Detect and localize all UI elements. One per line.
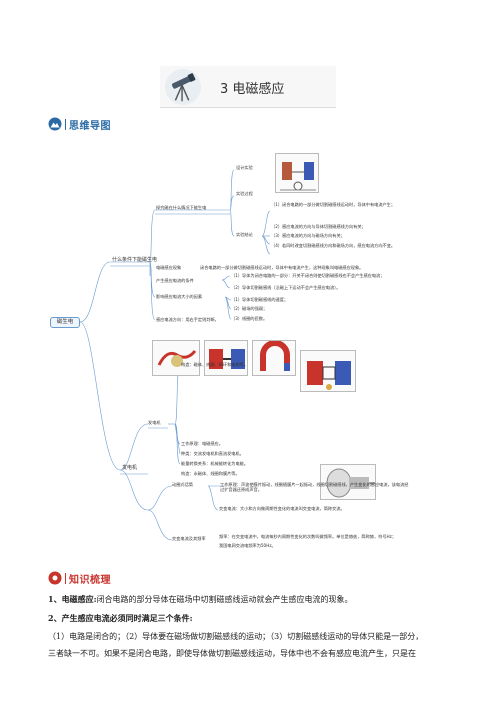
ac-frequency: 频率：在交变电流中，电流每秒内周期性变化的次数叫做频率。单位是赫兹，简称赫，符号… (219, 534, 397, 539)
node-direction: 感应电流方向：用右手定则判断。 (156, 317, 219, 322)
para-3b: 三者缺一不可。如果不是闭合电路，即使导体做切割磁感线运动，导体中也不会有感应电流… (48, 649, 416, 658)
right-hand-rule-image (152, 340, 200, 376)
conclusion-4: （4）若同时改变切割磁感线方向和磁场方向，感应电流方向不变。 (271, 243, 396, 248)
size-factor-3: （3）线圈的匝数。 (231, 316, 268, 321)
conclusion-2: （2）感应电流的方向与导体切割磁感线方向有关； (271, 224, 366, 229)
branch-generator: 发电机 (122, 465, 138, 471)
phenomenon-text: 闭合电路的一部分做切割磁感线运动时，导体中有电流产生，这种现象叫电磁感应现象。 (200, 265, 364, 270)
conclusion-1: （1）闭合电路的一部分做切割磁感线运动时，导体中有电流产生； (271, 202, 396, 207)
para-2-lead: 2、产生感应电流必须同时满足三个条件: (48, 613, 193, 623)
condition-2: （2）导体切割磁感线（沿磁上下运动不会产生感应电流）。 (231, 285, 341, 290)
horseshoe-magnet-image (252, 340, 296, 376)
node-explore: 探究磁在什么情况下能生电 (156, 205, 207, 210)
conclusion-3: （3）感应电流的方向与磁场方向有关； (271, 233, 345, 238)
para-1-lead: 1、电磁感应: (48, 594, 97, 604)
para-1: 1、电磁感应:闭合电路的部分导体在磁场中切割磁感线运动就会产生感应电流的现象。 (48, 592, 353, 607)
generator-type: 种类：交流发电机和直流发电机。 (181, 451, 244, 456)
para-1-text: 闭合电路的部分导体在磁场中切割磁感线运动就会产生感应电流的现象。 (96, 595, 353, 604)
node-process: 实验过程 (236, 191, 253, 196)
mountain-icon (48, 117, 62, 131)
node-phenomenon: 电磁感应现象 (156, 265, 182, 270)
ac-grid-frequency: 我国电网交流电频率为50Hz。 (219, 543, 276, 548)
gear-icon (48, 571, 62, 585)
title-banner: 3 电磁感应 (160, 66, 336, 108)
experiment-apparatus-image (275, 153, 319, 193)
knowledge-heading: 知识梳理 (48, 570, 111, 586)
node-conclusion: 实验结论 (236, 232, 253, 237)
mindmap-root: 磁生电 (50, 317, 80, 328)
size-factor-2: （2）磁场的强弱； (231, 306, 268, 311)
microphone-image (320, 464, 376, 500)
size-factor-1: （1）导体切割磁感线的速度； (231, 297, 289, 302)
telescope-icon (164, 68, 202, 106)
page-title: 3 电磁感应 (220, 82, 285, 97)
node-size-factors: 影响感应电流大小的因素 (156, 294, 203, 299)
magnet-coil-image (204, 340, 248, 376)
node-design: 设计实验 (236, 165, 253, 170)
microphone-structure: 构造：永磁体、线圈和膜片等。 (181, 471, 240, 476)
para-3a: （1）电路是闭合的；（2）导体要在磁场做切割磁感线的运动；（3）切割磁感线运动的… (48, 632, 424, 641)
para-2: 2、产生感应电流必须同时满足三个条件: (48, 611, 193, 626)
node-ac: 交变电流及其频率 (172, 536, 206, 541)
generator-structure: 构造：磁体、线圈、铜环和电刷等。 (181, 362, 249, 367)
mindmap-connectors (79, 169, 271, 541)
branch-conditions: 什么条件下能磁生电 (112, 257, 158, 263)
node-microphone: 动圈式话筒 (172, 482, 193, 487)
generator-principle: 工作原理：电磁感应。 (181, 441, 223, 446)
ac-definition: 交变电流：大小和方向做周期性变化的电流叫交变电流，简称交流。 (219, 506, 345, 511)
node-generator: 发电机 (148, 420, 161, 425)
condition-1: （1）导体为闭合电路的一部分：开关不闭合则使切割磁感线也不会产生感应电流； (231, 273, 385, 278)
microphone-working: 工作原理：声波使膜片振动，线圈随膜片一起振动，线圈切割磁感线，产生变化的感应电流… (220, 482, 409, 493)
generator-image (300, 350, 356, 392)
mindmap-heading: 思维导图 (48, 116, 111, 132)
generator-energy: 能量转换关系：机械能转化为电能。 (181, 461, 249, 466)
node-conditions: 产生感应电流的条件 (156, 278, 194, 283)
